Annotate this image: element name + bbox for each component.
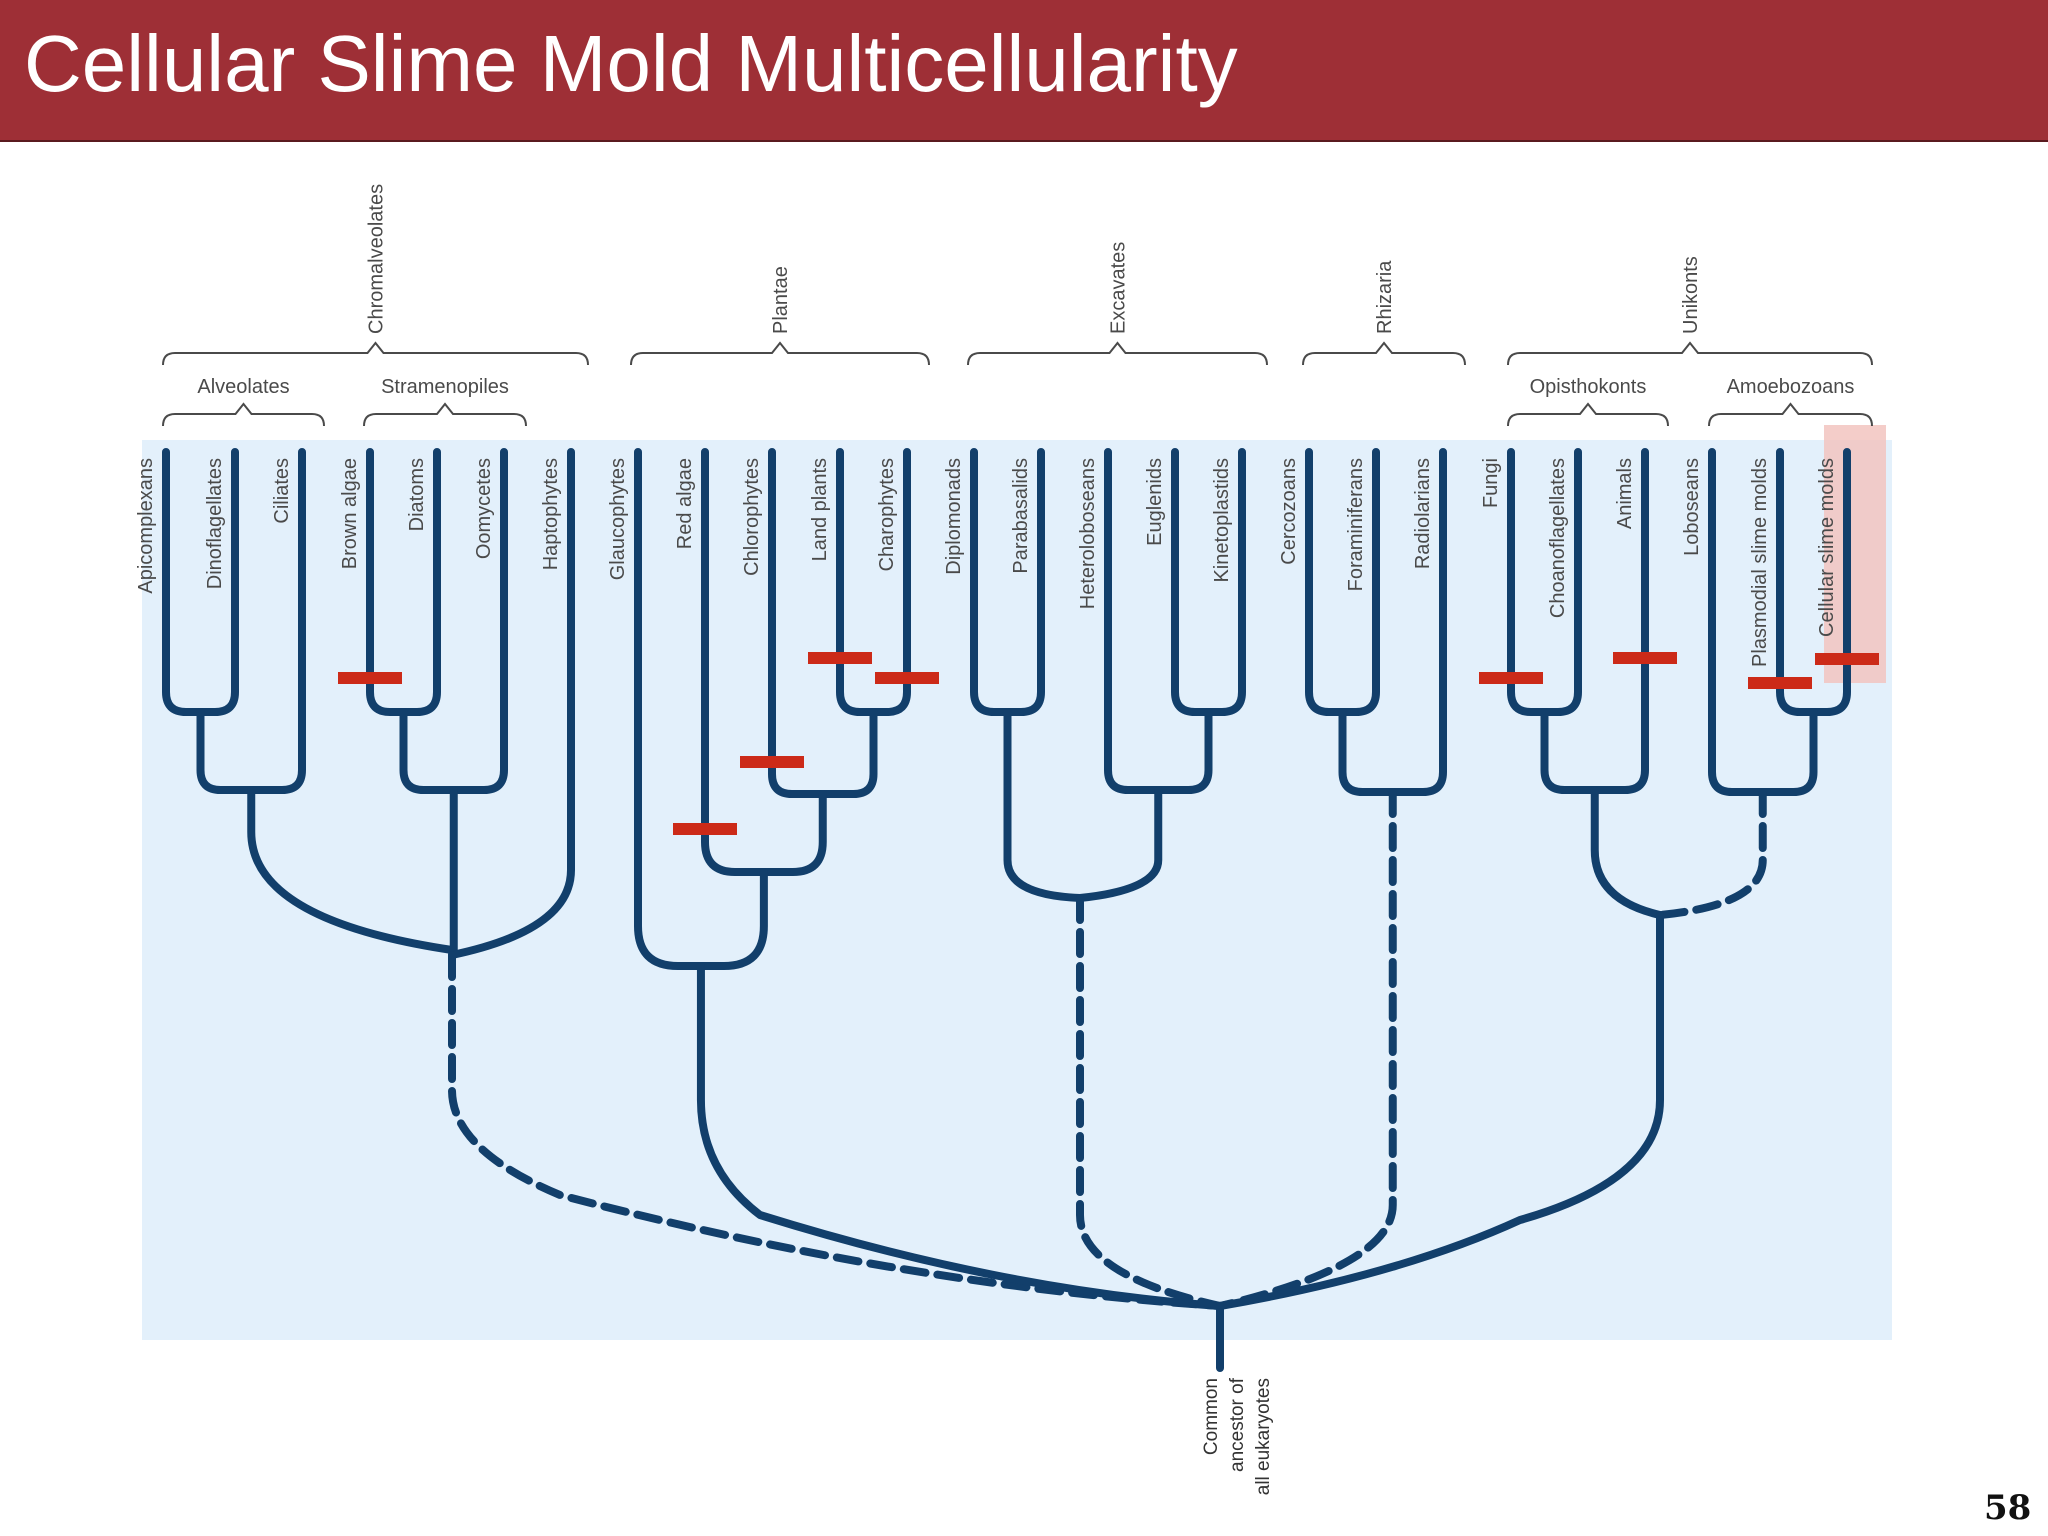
taxon-label-animals: Animals [1614,458,1636,529]
taxon-label-brown-algae: Brown algae [339,458,361,569]
multicellularity-marker-plasmodial-slime-molds [1748,677,1812,689]
taxon-label-kinetoplastids: Kinetoplastids [1211,458,1233,583]
taxon-label-oomycetes: Oomycetes [473,458,495,559]
taxon-label-fungi: Fungi [1480,458,1502,508]
group-brackets [162,341,1873,427]
group-label-excavates: Excavates [1108,242,1130,334]
multicellularity-marker-charophytes [875,672,939,684]
group-label-chromalveolates: Chromalveolates [366,184,388,334]
taxon-label-euglenids: Euglenids [1144,458,1166,546]
page-number: 58 [1984,1488,2032,1528]
taxon-label-diplomonads: Diplomonads [943,458,965,575]
tree-branch [1076,786,1163,902]
taxon-label-cercozoans: Cercozoans [1278,458,1300,565]
bracket-rhizaria [1302,341,1466,366]
bracket-chromalveolates [162,341,589,366]
slide-title: Cellular Slime Mold Multicellularity [24,19,1238,108]
taxon-label-land-plants: Land plants [809,458,831,561]
taxon-labels: Apicomplexans Dinoflagellates Ciliates Brow… [135,184,1854,1495]
root-label-line: all eukaryotes [1253,1378,1274,1495]
taxon-label-foraminiferans: Foraminiferans [1345,458,1367,591]
taxon-label-parabasalids: Parabasalids [1010,458,1032,574]
taxon-label-cellular-slime-molds: Cellular slime molds [1816,458,1838,637]
group-label-plantae: Plantae [770,266,792,334]
multicellularity-marker-animals [1613,652,1677,664]
tree-branch [448,951,1224,1310]
tree-branch [696,962,1224,1310]
taxon-label-glaucophytes: Glaucophytes [607,458,629,580]
tree-branches [162,448,1851,1372]
tree-panel-background [142,440,1892,1340]
taxon-label-loboseans: Loboseans [1681,458,1703,556]
group-label-amoebozoans: Amoebozoans [1727,376,1855,398]
tree-branch [1003,708,1084,902]
title-bar: Cellular Slime Mold Multicellularity [0,0,2048,142]
taxon-label-diatoms: Diatoms [406,458,428,531]
root-label-line: ancestor of [1227,1377,1248,1472]
multicellularity-marker-cellular-slime-molds [1815,653,1879,665]
multicellularity-marker-red-algae [673,823,737,835]
taxon-label-haptophytes: Haptophytes [540,458,562,570]
multicellularity-markers [338,652,1879,835]
bracket-plantae [630,341,930,366]
tree-branch [448,448,575,959]
group-label-opisthokonts: Opisthokonts [1530,376,1647,398]
highlight-cellular-slime-molds [1824,425,1886,683]
tree-branch [1076,894,1224,1310]
taxon-label-charophytes: Charophytes [876,458,898,571]
bracket-excavates [967,341,1268,366]
multicellularity-marker-brown-algae [338,672,402,684]
bracket-stramenopiles [363,402,527,427]
group-label-alveolates: Alveolates [197,376,289,398]
taxon-label-radiolarians: Radiolarians [1412,458,1434,569]
tree-branch [1590,786,1664,919]
taxon-label-red-algae: Red algae [674,458,696,549]
taxon-label-choanoflagellates: Choanoflagellates [1547,458,1569,618]
group-label-unikonts: Unikonts [1680,256,1702,334]
bracket-unikonts [1507,341,1873,366]
root-label-line: Common [1201,1378,1222,1455]
multicellularity-marker-chlorophytes [740,756,804,768]
tree-branch [247,786,456,954]
taxon-label-chlorophytes: Chlorophytes [741,458,763,576]
taxon-label-ciliates: Ciliates [271,458,293,524]
bracket-alveolates [162,402,325,427]
group-label-rhizaria: Rhizaria [1374,260,1396,334]
bracket-amoebozoans [1708,402,1873,427]
bracket-opisthokonts [1507,402,1669,427]
tree-branch [1216,911,1664,1310]
tree-branch [1656,788,1767,919]
group-label-stramenopiles: Stramenopiles [381,376,509,398]
multicellularity-marker-land-plants [808,652,872,664]
taxon-label-dinoflagellates: Dinoflagellates [204,458,226,589]
multicellularity-marker-fungi [1479,672,1543,684]
taxon-label-heteroloboseans: Heteroloboseans [1077,458,1099,609]
taxon-label-plasmodial-slime-molds: Plasmodial slime molds [1749,458,1771,667]
taxon-label-apicomplexans: Apicomplexans [135,458,157,594]
